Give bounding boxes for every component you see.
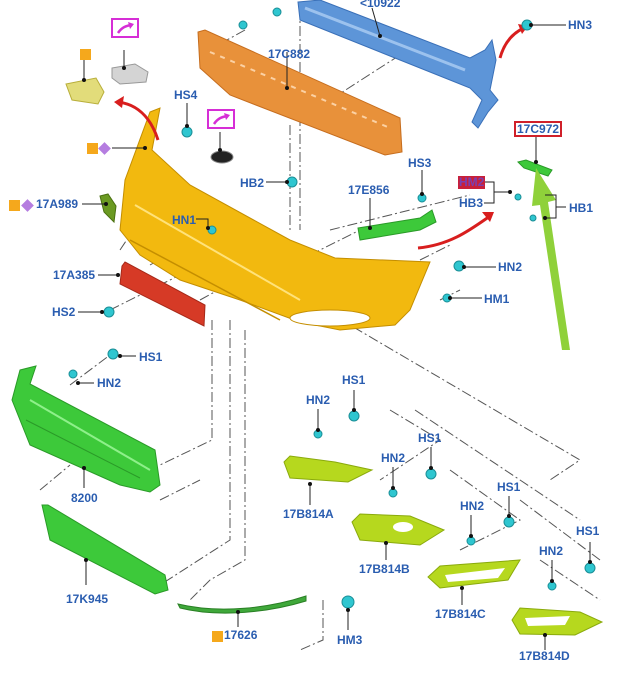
- label-bezel-d-hn2[interactable]: HN2: [539, 544, 564, 558]
- label-lower-grille[interactable]: 17K945: [66, 592, 109, 606]
- label-hb2[interactable]: HB2: [240, 176, 265, 190]
- bumper-cover-part[interactable]: [119, 107, 431, 331]
- label-bezel-c-hs1[interactable]: HS1: [497, 480, 521, 494]
- label-absorber[interactable]: 17C882: [268, 47, 311, 61]
- label-bezel-b-hn2[interactable]: HN2: [381, 451, 406, 465]
- lower-grille-part[interactable]: [41, 504, 169, 595]
- label-small-deflector[interactable]: 17A989: [36, 197, 79, 211]
- fastener-hs2: [103, 306, 115, 318]
- ford-emblem-part[interactable]: [210, 150, 234, 164]
- label-deflector[interactable]: 17E856: [348, 183, 390, 197]
- fastener-top-right: [272, 7, 282, 17]
- fastener-hm3: [341, 595, 355, 609]
- label-bezel-b[interactable]: 17B814B: [359, 562, 410, 576]
- fastener-hb1: [529, 214, 537, 222]
- license-plate-bracket-part[interactable]: [119, 261, 206, 327]
- fastener-a-hs1: [348, 410, 360, 422]
- green-direction-arrow: [532, 168, 570, 350]
- parking-sensor-part[interactable]: [111, 63, 149, 85]
- label-bezel-a-hs1[interactable]: HS1: [342, 373, 366, 387]
- fastener-d-hn2: [547, 581, 557, 591]
- label-hn2-right[interactable]: HN2: [498, 260, 523, 274]
- label-lower-strip[interactable]: 17626: [224, 628, 258, 642]
- fastener-hs4: [181, 126, 193, 138]
- energy-absorber-part[interactable]: [197, 29, 403, 156]
- fastener-d-hs1: [584, 562, 596, 574]
- side-bracket-part[interactable]: [517, 159, 553, 177]
- lower-strip-part[interactable]: [177, 595, 307, 614]
- parking-sensor-link-button[interactable]: [111, 18, 139, 38]
- label-grille[interactable]: 8200: [71, 491, 98, 505]
- label-hs1-grille[interactable]: HS1: [139, 350, 163, 364]
- leader-lines: [78, 7, 591, 650]
- label-hn2-grille[interactable]: HN2: [97, 376, 122, 390]
- label-hm2[interactable]: HM2: [458, 175, 486, 189]
- fastener-hn2-grille: [68, 369, 78, 379]
- leader-dots: [76, 23, 592, 637]
- external-link-arrow-icon: [212, 113, 230, 125]
- label-bezel-a-hn2[interactable]: HN2: [306, 393, 331, 407]
- label-license-bracket[interactable]: 17A385: [53, 268, 96, 282]
- fastener-c-hn2: [466, 536, 476, 546]
- label-hs3[interactable]: HS3: [408, 156, 432, 170]
- fog-bezel-b-part[interactable]: [351, 513, 446, 546]
- radiator-grille-part[interactable]: [11, 365, 161, 493]
- note-square-icon: [9, 200, 20, 211]
- label-hs4[interactable]: HS4: [174, 88, 198, 102]
- fog-bezel-d-part[interactable]: [511, 607, 604, 636]
- emblem-link-button[interactable]: [207, 109, 235, 129]
- label-hb3[interactable]: HB3: [459, 196, 484, 210]
- label-bezel-c[interactable]: 17B814C: [435, 607, 486, 621]
- fastener-hb3: [514, 193, 522, 201]
- sensor-bracket-part[interactable]: [65, 77, 105, 105]
- label-hn1[interactable]: HN1: [172, 213, 197, 227]
- label-side-bracket[interactable]: 17C972: [514, 121, 563, 137]
- label-hb1[interactable]: HB1: [569, 201, 594, 215]
- label-bezel-d[interactable]: 17B814D: [519, 649, 570, 663]
- small-deflector-part[interactable]: [99, 193, 117, 224]
- note-square-icon: [212, 631, 223, 642]
- fastener-b-hn2: [388, 488, 398, 498]
- fastener-top-left: [238, 20, 248, 30]
- side-deflector-part[interactable]: [357, 209, 437, 241]
- label-hm1[interactable]: HM1: [484, 292, 510, 306]
- fastener-c-hs1: [503, 516, 515, 528]
- note-square-icon: [87, 143, 98, 154]
- fog-bezel-a-part[interactable]: [283, 455, 374, 483]
- fasteners[interactable]: [68, 7, 596, 609]
- bumper-reinforcement-part[interactable]: [297, 0, 499, 129]
- label-reinforcement[interactable]: <10922: [360, 0, 401, 10]
- label-bezel-a[interactable]: 17B814A: [283, 507, 334, 521]
- note-square-icon: [80, 49, 91, 60]
- fog-bezel-c-part[interactable]: [427, 559, 521, 589]
- label-bezel-c-hn2[interactable]: HN2: [460, 499, 485, 513]
- label-bezel-b-hs1[interactable]: HS1: [418, 431, 442, 445]
- fastener-b-hs1: [425, 468, 437, 480]
- fastener-hs1-grille: [107, 348, 119, 360]
- label-hn3[interactable]: HN3: [568, 18, 593, 32]
- label-hs2[interactable]: HS2: [52, 305, 76, 319]
- label-hm3[interactable]: HM3: [337, 633, 363, 647]
- external-link-arrow-icon: [116, 22, 134, 34]
- label-bezel-d-hs1[interactable]: HS1: [576, 524, 600, 538]
